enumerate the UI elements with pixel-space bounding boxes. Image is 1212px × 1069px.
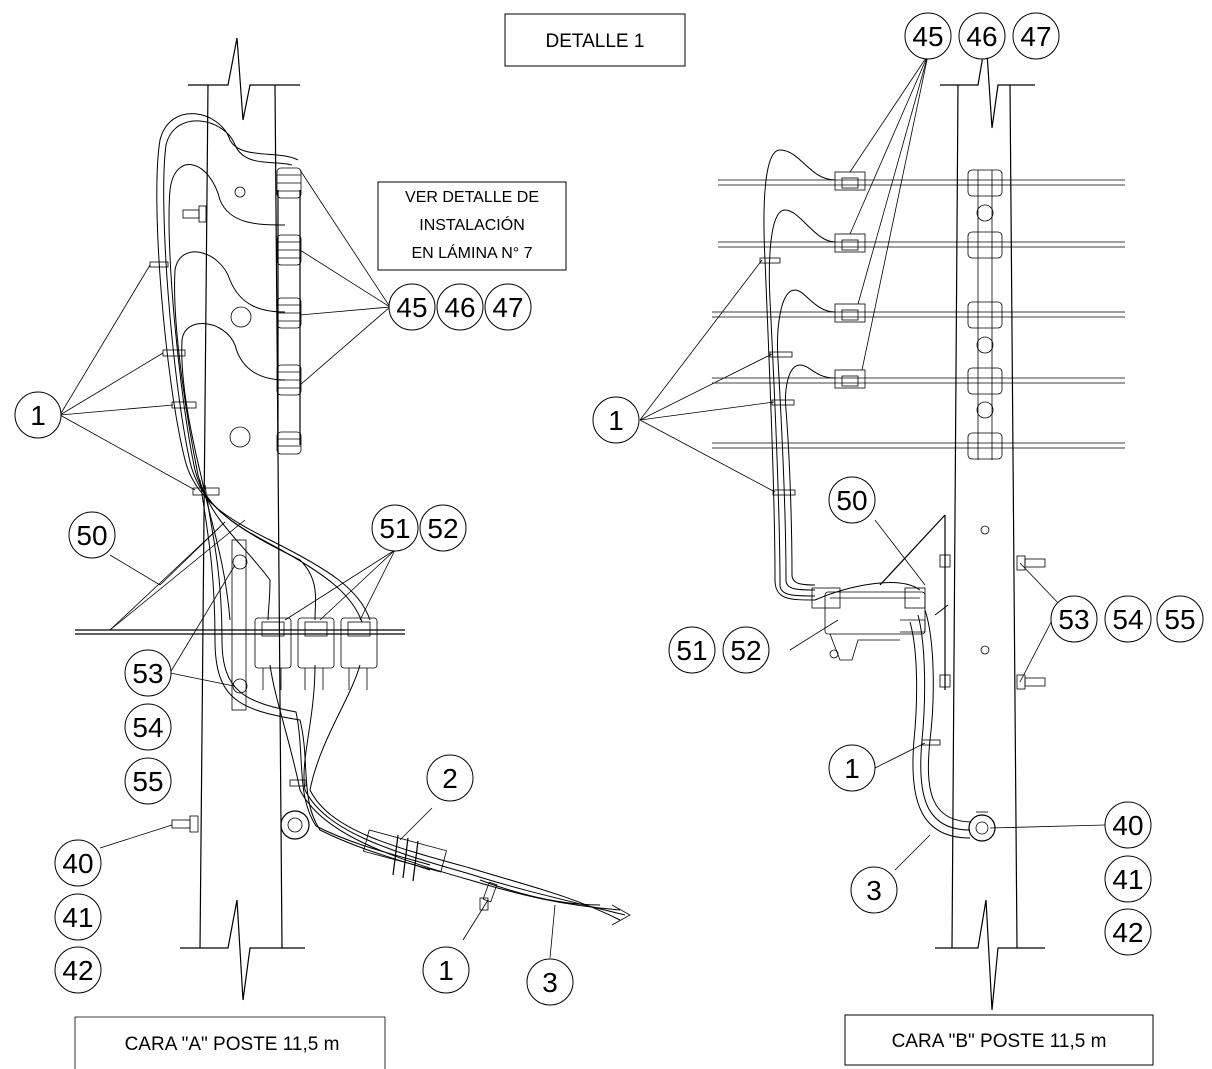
callout-b-53: 53 bbox=[1058, 604, 1089, 635]
note-line-3: EN LÁMINA N° 7 bbox=[411, 243, 532, 262]
caption-b-text: CARA "B" POSTE 11,5 m bbox=[892, 1031, 1107, 1052]
callout-a-50: 50 bbox=[76, 520, 107, 551]
crossarm-a bbox=[75, 539, 447, 882]
callout-a-54: 54 bbox=[132, 712, 163, 743]
note-box: VER DETALLE DE INSTALACIÓN EN LÁMINA N° … bbox=[377, 181, 567, 271]
insulator-stack-a bbox=[276, 167, 302, 455]
pole-a bbox=[180, 37, 305, 1001]
callout-b-54: 54 bbox=[1112, 604, 1143, 635]
callout-b-50: 50 bbox=[836, 485, 867, 516]
callout-a-42: 42 bbox=[62, 955, 93, 986]
pole-b bbox=[935, 37, 1046, 1011]
callout-b-46: 46 bbox=[966, 21, 997, 52]
note-line-1: VER DETALLE DE bbox=[405, 189, 539, 206]
detail-title: DETALLE 1 bbox=[504, 13, 686, 67]
callout-b-52: 52 bbox=[730, 635, 761, 666]
leaders-a bbox=[59, 169, 556, 959]
cable-bundle-b bbox=[759, 149, 971, 839]
callout-a-45: 45 bbox=[396, 292, 427, 323]
cable-bundle-a bbox=[149, 113, 631, 926]
caption-a-text: CARA "A" POSTE 11,5 m bbox=[125, 1034, 340, 1055]
callout-a-2: 2 bbox=[442, 763, 458, 794]
detail-title-text: DETALLE 1 bbox=[546, 31, 645, 52]
note-line-2: INSTALACIÓN bbox=[419, 215, 525, 234]
callout-b-42: 42 bbox=[1112, 917, 1143, 948]
callout-b-45: 45 bbox=[912, 21, 943, 52]
callout-a-41: 41 bbox=[62, 902, 93, 933]
callout-a-52: 52 bbox=[427, 513, 458, 544]
callout-b-47: 47 bbox=[1020, 21, 1051, 52]
callout-a-47: 47 bbox=[492, 292, 523, 323]
callout-a-51: 51 bbox=[379, 513, 410, 544]
callout-b-1-mid: 1 bbox=[844, 753, 860, 784]
callout-b-1-top: 1 bbox=[608, 405, 624, 436]
caption-b: CARA "B" POSTE 11,5 m bbox=[844, 1014, 1154, 1066]
callout-b-3: 3 bbox=[866, 875, 882, 906]
callout-a-3: 3 bbox=[542, 967, 558, 998]
callout-a-46: 46 bbox=[444, 292, 475, 323]
callout-a-55: 55 bbox=[132, 766, 163, 797]
callout-b-41: 41 bbox=[1112, 864, 1143, 895]
callout-a-40: 40 bbox=[62, 848, 93, 879]
callout-b-55: 55 bbox=[1164, 604, 1195, 635]
callouts-b: 45 46 47 1 50 51 52 53 54 55 1 40 41 42 … bbox=[592, 12, 1204, 956]
leaders-b bbox=[639, 54, 1106, 871]
terminal-box-b bbox=[811, 514, 996, 842]
callout-a-1-bottom: 1 bbox=[438, 955, 454, 986]
callout-a-1-top: 1 bbox=[30, 400, 46, 431]
callout-b-51: 51 bbox=[676, 635, 707, 666]
callouts-a: 45 46 47 1 50 51 52 53 54 55 2 40 41 42 … bbox=[14, 283, 574, 1006]
callout-a-53: 53 bbox=[132, 658, 163, 689]
callout-b-40: 40 bbox=[1112, 810, 1143, 841]
caption-a: CARA "A" POSTE 11,5 m bbox=[74, 1016, 386, 1069]
conductors-b bbox=[712, 169, 1125, 460]
